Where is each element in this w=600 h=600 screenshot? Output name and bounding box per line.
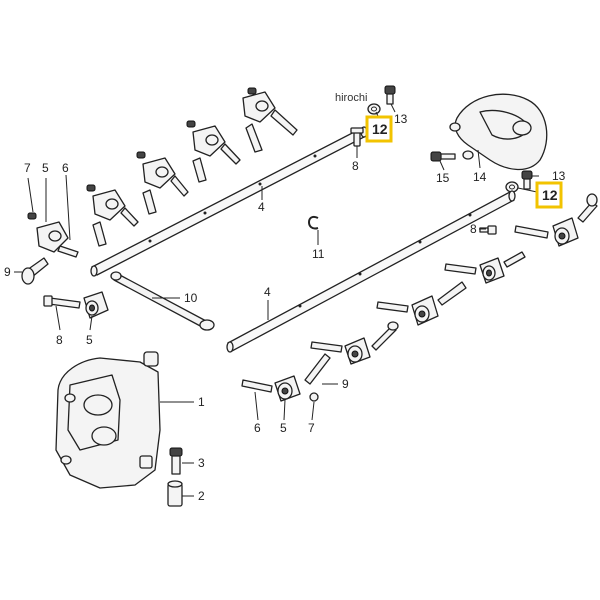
- bolt-8-right: [479, 225, 497, 235]
- actuator-housing-1: [55, 351, 161, 489]
- callout-14: 14: [473, 170, 487, 184]
- callout-7-left: 7: [24, 161, 31, 175]
- callout-12-top: 12: [372, 121, 388, 137]
- callout-13-top: 13: [394, 112, 408, 126]
- callout-15: 15: [436, 171, 450, 185]
- highlight-box-12-right: [535, 181, 563, 209]
- lower-bushing-1: [514, 193, 598, 247]
- bolt-13-right: [521, 170, 533, 190]
- upper-rocker-arm-4: [86, 184, 139, 247]
- washer-12-top: [367, 103, 381, 115]
- callout-2: 2: [198, 489, 205, 503]
- lower-bushing-3: [376, 281, 467, 326]
- lower-shaft: [226, 190, 516, 353]
- callout-4-lower: 4: [264, 285, 271, 299]
- circlip-11: [308, 215, 319, 230]
- bolt-8-top: [350, 127, 364, 147]
- callout-8-right: 8: [470, 222, 477, 236]
- callout-7-lower: 7: [308, 421, 315, 435]
- lower-bushing-5: [241, 353, 331, 402]
- spacer-2: [167, 480, 183, 507]
- callout-1: 1: [198, 395, 205, 409]
- lower-bushing-4: [310, 321, 399, 365]
- cover-14: [449, 93, 548, 171]
- bolt-13-top: [384, 85, 396, 105]
- callout-labels: 12 13 8 4 7 5 6 9 8 5 10 11 15 14 13 12 …: [4, 112, 566, 503]
- leader-lines: [14, 103, 539, 497]
- upper-rocker-arm-5: [27, 212, 79, 258]
- bushing-5-left: [83, 291, 109, 319]
- bolt-3: [169, 447, 183, 475]
- highlight-box-12-top: [365, 115, 393, 143]
- callout-3: 3: [198, 456, 205, 470]
- link-rod-10: [110, 271, 215, 331]
- callout-9-right: 9: [342, 377, 349, 391]
- callout-5-left: 5: [42, 161, 49, 175]
- callout-8-left: 8: [56, 333, 63, 347]
- callout-4-upper: 4: [258, 200, 265, 214]
- callout-6-lower: 6: [254, 421, 261, 435]
- lower-bushing-2: [444, 251, 526, 284]
- upper-rocker-arm-2: [186, 120, 241, 183]
- callout-8-top: 8: [352, 159, 359, 173]
- watermark-text: hirochi: [335, 92, 367, 104]
- callout-5-lower-left: 5: [86, 333, 93, 347]
- callout-10: 10: [184, 291, 198, 305]
- bolt-8-left: [43, 295, 81, 309]
- callout-12-right: 12: [542, 187, 558, 203]
- callout-9-left: 9: [4, 265, 11, 279]
- callout-6-left: 6: [62, 161, 69, 175]
- callout-13-right: 13: [552, 169, 566, 183]
- rod-end-9-left: [21, 257, 49, 285]
- callout-11: 11: [312, 247, 325, 261]
- callout-5-lower: 5: [280, 421, 287, 435]
- upper-rocker-arm-1: [242, 87, 298, 153]
- bolt-15: [430, 151, 456, 162]
- upper-rocker-arm-3: [136, 151, 189, 215]
